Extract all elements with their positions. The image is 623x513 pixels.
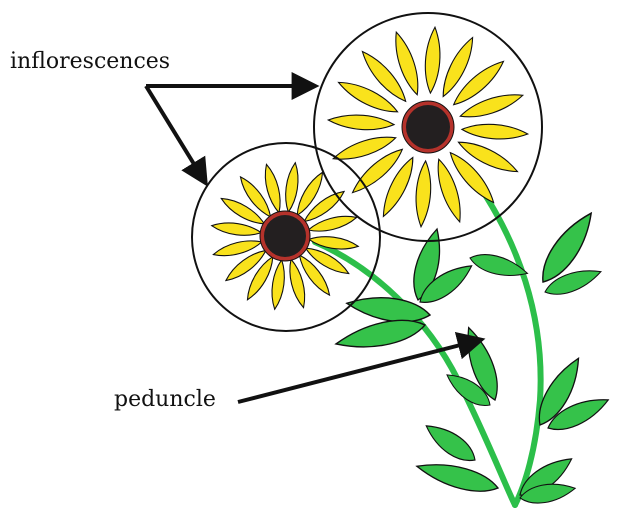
leaf <box>414 456 500 498</box>
petal <box>328 113 395 132</box>
label-peduncle: peduncle <box>114 387 216 412</box>
arrow-to-lower-inflorescence <box>146 86 205 182</box>
petal <box>461 122 528 141</box>
stem-upper-flower <box>468 170 541 505</box>
petal <box>414 160 433 227</box>
petal <box>211 220 262 238</box>
leaf <box>421 418 481 468</box>
label-inflorescences: inflorescences <box>10 49 170 74</box>
arrow-to-peduncle <box>238 340 480 402</box>
petal <box>269 259 287 310</box>
lower-flower-center <box>264 215 306 257</box>
leaves <box>334 206 613 506</box>
upper-flower <box>328 27 529 228</box>
upper-flower-center <box>406 105 450 149</box>
petal <box>283 162 301 213</box>
lower-flower <box>211 162 359 310</box>
petal <box>423 27 442 94</box>
